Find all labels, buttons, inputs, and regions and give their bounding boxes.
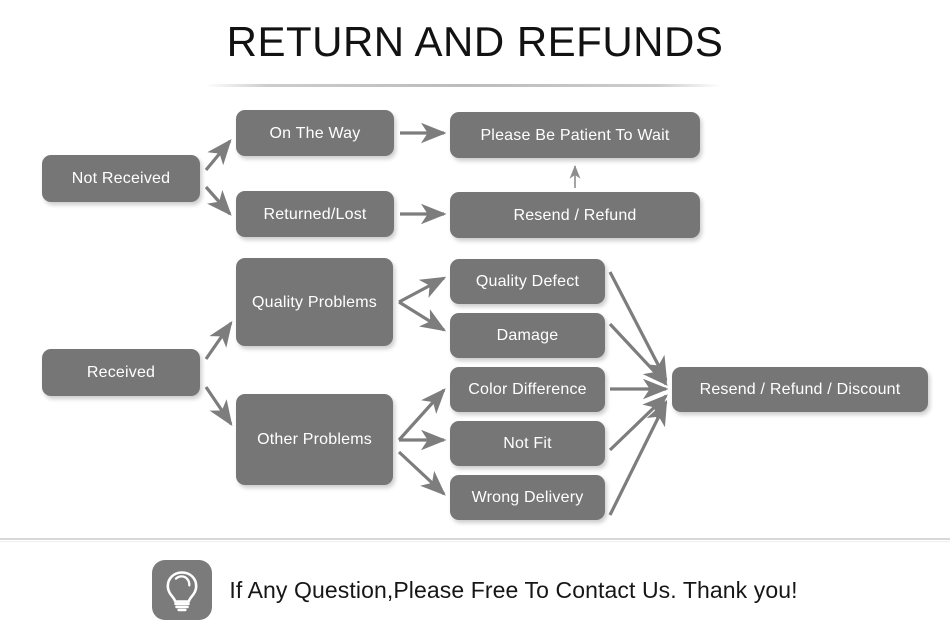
flow-node-label: Please Be Patient To Wait xyxy=(480,126,670,144)
flow-node-label: Returned/Lost xyxy=(263,205,367,223)
connector-not-fit-final xyxy=(608,394,668,452)
flow-node-quality-problems[interactable]: Quality Problems xyxy=(236,258,393,346)
flow-node-label: Resend / Refund / Discount xyxy=(699,381,901,398)
flow-node-label: Wrong Delivery xyxy=(471,489,584,506)
flow-node-on-the-way[interactable]: On The Way xyxy=(236,110,394,156)
flow-node-damage[interactable]: Damage xyxy=(450,313,605,358)
connector-received-quality-problems xyxy=(204,320,233,360)
connector-quality-problems-quality-defect xyxy=(398,276,447,304)
flow-node-label: Not Received xyxy=(71,170,171,187)
flow-node-label: Damage xyxy=(496,327,559,344)
flow-node-returned-lost[interactable]: Returned/Lost xyxy=(236,191,394,237)
flow-node-wrong-delivery[interactable]: Wrong Delivery xyxy=(450,475,605,520)
connector-damage-final xyxy=(608,322,668,386)
connector-received-other-problems xyxy=(204,386,233,427)
footer-divider xyxy=(0,538,950,540)
flow-node-label: Color Difference xyxy=(468,381,587,398)
flow-node-other-problems[interactable]: Other Problems xyxy=(236,394,393,485)
connector-quality-defect-final xyxy=(608,271,668,383)
connector-quality-problems-damage xyxy=(398,300,447,332)
lightbulb-icon xyxy=(152,560,213,620)
flow-node-resend-refund-discount[interactable]: Resend / Refund / Discount xyxy=(672,367,928,412)
footer-divider-highlight xyxy=(0,541,950,542)
flow-node-quality-defect[interactable]: Quality Defect xyxy=(450,259,605,304)
flow-node-not-received[interactable]: Not Received xyxy=(42,155,200,202)
connector-not-received-on-the-way xyxy=(204,139,232,172)
flow-node-label: Not Fit xyxy=(503,435,552,452)
flow-node-color-difference[interactable]: Color Difference xyxy=(450,367,605,412)
title-divider xyxy=(205,84,721,87)
flow-node-label: Resend / Refund xyxy=(513,206,637,224)
flow-node-not-fit[interactable]: Not Fit xyxy=(450,421,605,466)
footer: If Any Question,Please Free To Contact U… xyxy=(0,552,950,628)
connector-wrong-delivery-final xyxy=(608,399,668,516)
page-title: RETURN AND REFUNDS xyxy=(226,18,724,65)
flow-node-label: Other Problems xyxy=(257,431,372,448)
connector-other-problems-color-difference xyxy=(397,388,446,442)
flow-node-label: Quality Problems xyxy=(251,293,378,311)
connector-not-received-returned-lost xyxy=(204,185,232,216)
flow-node-received[interactable]: Received xyxy=(42,349,200,396)
flow-node-label: Received xyxy=(86,364,156,381)
flow-node-resend-refund[interactable]: Resend / Refund xyxy=(450,192,700,238)
flow-node-be-patient[interactable]: Please Be Patient To Wait xyxy=(450,112,700,158)
footer-text: If Any Question,Please Free To Contact U… xyxy=(229,576,798,603)
connector-other-problems-wrong-delivery xyxy=(397,450,446,496)
flow-node-label: Quality Defect xyxy=(475,273,580,290)
flow-node-label: On The Way xyxy=(269,124,361,142)
